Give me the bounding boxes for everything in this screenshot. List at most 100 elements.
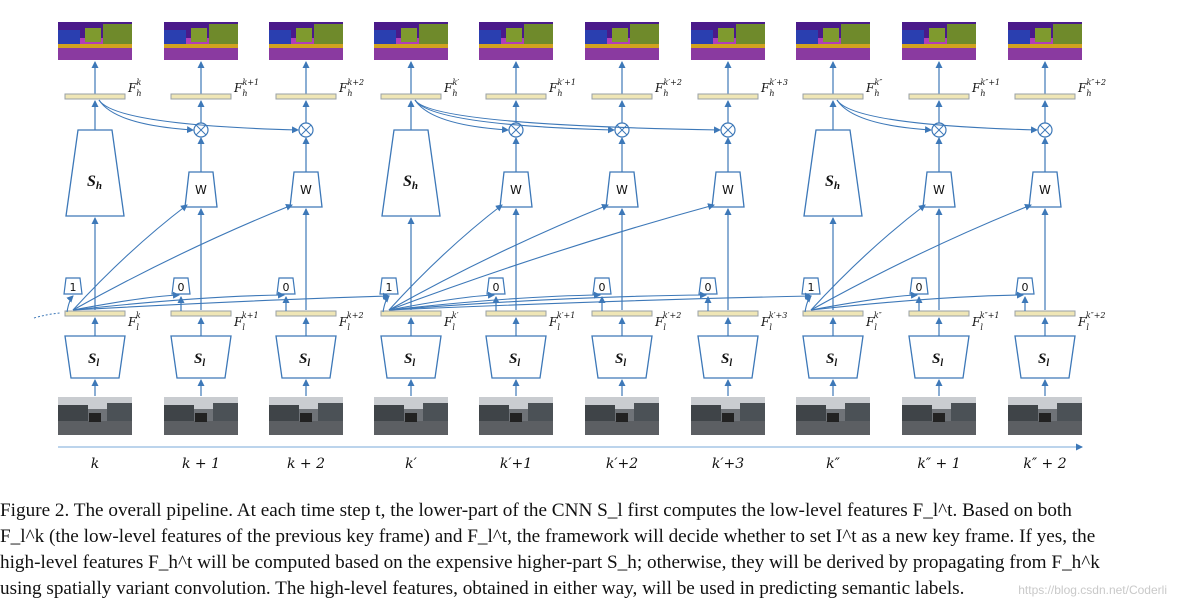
frame-road <box>479 421 553 435</box>
incoming-dotted-arrow <box>33 312 61 319</box>
pipeline-diagram: FhkSh1FlkSlFhk+1W0Flk+1SlFhk+2W0Flk+2SlF… <box>33 22 1106 472</box>
frame-car <box>933 413 945 422</box>
frame-car <box>89 413 101 422</box>
frame-building-left <box>58 405 88 421</box>
key-low-feature-to-decision-arrow <box>388 291 495 311</box>
frame-building-right <box>1057 403 1082 421</box>
frame-building-right <box>740 403 765 421</box>
low-part-cnn-box <box>697 335 759 379</box>
time-step-label: k + 1 <box>182 456 220 472</box>
seg-building <box>691 30 713 44</box>
frame-building-right <box>845 403 870 421</box>
seg-ground <box>1008 48 1082 60</box>
low-part-cnn-box <box>170 335 232 379</box>
frame-building-right <box>107 403 132 421</box>
time-step-label: k′+3 <box>712 456 744 472</box>
key-frame-decision-box <box>63 277 83 295</box>
key-low-feature-to-next-key-arrow <box>72 292 390 311</box>
seg-sign <box>164 44 238 48</box>
low-part-cnn-box <box>591 335 653 379</box>
weight-predictor-label: W <box>195 183 207 197</box>
weight-predictor-box <box>184 171 218 208</box>
high-level-feature-bar <box>380 93 442 100</box>
frame-building-left <box>374 405 404 421</box>
low-part-label: Sl <box>932 351 943 369</box>
low-feature-label: Flk+1 <box>233 311 259 332</box>
low-part-label: Sl <box>721 351 732 369</box>
frame-building-left <box>796 405 826 421</box>
segmentation-output-image <box>796 22 870 60</box>
frame-car <box>300 413 312 422</box>
low-part-cnn-box <box>485 335 547 379</box>
key-frame-decision-value: 0 <box>916 281 923 294</box>
input-video-frame <box>691 397 765 435</box>
time-step-label: k′ <box>405 456 417 472</box>
segmentation-output-image <box>269 22 343 60</box>
high-feature-label: Fhk+2 <box>338 78 364 98</box>
multiply-icon-stroke <box>510 124 522 136</box>
seg-sign <box>58 44 132 48</box>
frame-building-left <box>1008 405 1038 421</box>
high-feature-label: Fhk′+1 <box>548 78 576 98</box>
segmentation-output-image <box>1008 22 1082 60</box>
weight-predictor-label: W <box>933 183 945 197</box>
weight-predictor-box <box>289 171 323 208</box>
seg-vegetation <box>947 24 976 44</box>
key-low-feature-to-decision-arrow <box>72 291 285 311</box>
time-step-label: k′+2 <box>606 456 638 472</box>
seg-sign <box>585 44 659 48</box>
seg-sign <box>796 44 870 48</box>
low-feature-label: Flk″ <box>865 311 882 332</box>
high-feature-label: Fhk″ <box>865 78 882 98</box>
key-frame-decision-box <box>486 277 506 295</box>
seg-sign <box>1008 44 1082 48</box>
decision-input-arrow <box>804 295 812 313</box>
low-level-feature-bar <box>275 310 337 317</box>
weight-predictor-label: W <box>1039 183 1051 197</box>
input-video-frame <box>58 397 132 435</box>
seg-vegetation <box>1053 24 1082 44</box>
high-feature-label: Fhk <box>127 78 141 98</box>
seg-tree <box>1035 28 1051 42</box>
frame-car <box>195 413 207 422</box>
low-part-label: Sl <box>88 351 99 369</box>
low-level-feature-bar <box>697 310 759 317</box>
seg-building <box>164 30 186 44</box>
frame-car <box>616 413 628 422</box>
low-level-feature-bar <box>802 310 864 317</box>
seg-ground <box>269 48 343 60</box>
key-low-feature-to-decision-arrow <box>810 291 1024 311</box>
high-level-feature-bar <box>802 93 864 100</box>
seg-tree <box>191 28 207 42</box>
multiply-icon-stroke <box>722 124 734 136</box>
seg-ground <box>902 48 976 60</box>
caption-line-1: Figure 2. The overall pipeline. At each … <box>0 500 1072 521</box>
time-step-label: k″ + 1 <box>917 456 960 472</box>
frame-road <box>1008 421 1082 435</box>
seg-tree <box>401 28 417 42</box>
frame-car <box>405 413 417 422</box>
decision-input-arrow <box>382 295 390 313</box>
low-part-cnn-box <box>802 335 864 379</box>
frame-building-right <box>634 403 659 421</box>
low-part-label: Sl <box>1038 351 1049 369</box>
seg-vegetation <box>103 24 132 44</box>
key-frame-decision-value: 1 <box>808 281 815 294</box>
input-video-frame <box>1008 397 1082 435</box>
high-level-feature-bar <box>697 93 759 100</box>
high-level-feature-bar <box>591 93 653 100</box>
key-frame-decision-box <box>592 277 612 295</box>
seg-building <box>58 30 80 44</box>
frame-car <box>510 413 522 422</box>
frame-road <box>796 421 870 435</box>
low-level-feature-bar <box>591 310 653 317</box>
high-level-feature-bar <box>170 93 232 100</box>
low-part-label: Sl <box>615 351 626 369</box>
seg-tree <box>929 28 945 42</box>
frame-road <box>374 421 448 435</box>
seg-building <box>796 30 818 44</box>
time-step-label: k + 2 <box>287 456 325 472</box>
